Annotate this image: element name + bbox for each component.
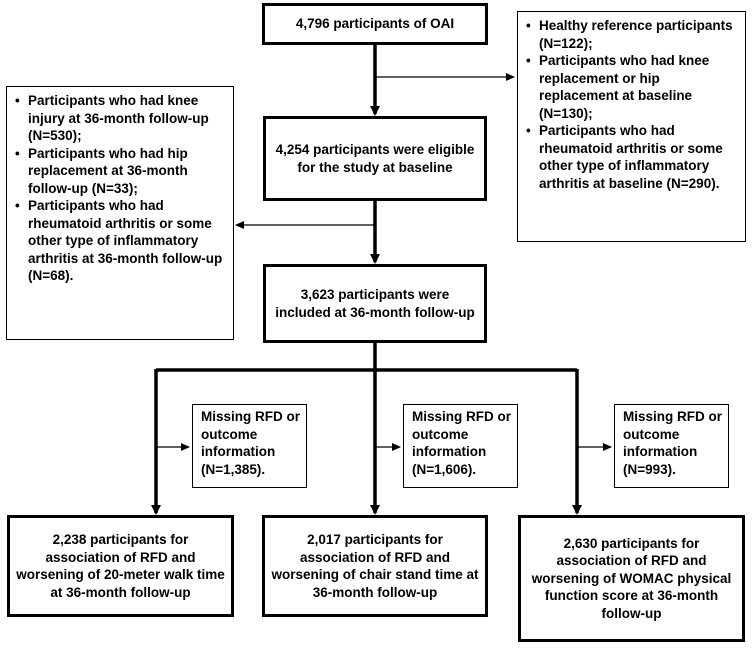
box-outcome-chair-stand: 2,017 participants for association of RF… <box>262 515 488 617</box>
box-followup-exclusions: Participants who had knee injury at 36-m… <box>6 86 234 340</box>
box-missing-womac: Missing RFD or outcome information (N=99… <box>614 404 729 488</box>
box-outcome-walk-time: 2,238 participants for association of RF… <box>7 515 234 617</box>
box-womac-text: 2,630 participants for association of RF… <box>531 535 732 621</box>
box-missing-walk: Missing RFD or outcome information (N=1,… <box>192 404 307 488</box>
missing-label: Missing RFD or outcome information <box>201 409 301 459</box>
missing-count: (N=1,385). <box>201 461 266 477</box>
box-oai-participants: 4,796 participants of OAI <box>262 3 488 45</box>
missing-count: (N=993). <box>623 461 676 477</box>
box-included-followup: 3,623 participants were included at 36-m… <box>263 264 487 343</box>
box-oai-text: 4,796 participants of OAI <box>295 16 455 32</box>
baseline-exclusion-item: Participants who had rheumatoid arthriti… <box>526 122 739 192</box>
followup-exclusion-item: Participants who had hip replacement at … <box>15 145 227 198</box>
box-missing-chair: Missing RFD or outcome information (N=1,… <box>403 404 518 488</box>
followup-exclusion-item: Participants who had knee injury at 36-m… <box>15 92 227 145</box>
box-outcome-womac: 2,630 participants for association of RF… <box>518 515 745 642</box>
baseline-exclusion-item: Participants who had knee replacement or… <box>526 52 739 122</box>
box-eligible-text: 4,254 participants were eligible for the… <box>275 142 475 175</box>
missing-count: (N=1,606). <box>412 461 477 477</box>
box-eligible-baseline: 4,254 participants were eligible for the… <box>263 116 487 201</box>
followup-exclusion-list: Participants who had knee injury at 36-m… <box>15 92 227 285</box>
missing-label: Missing RFD or outcome information <box>623 409 723 459</box>
box-included-text: 3,623 participants were included at 36-m… <box>275 287 475 320</box>
box-walk-text: 2,238 participants for association of RF… <box>16 532 225 600</box>
box-chair-text: 2,017 participants for association of RF… <box>271 532 479 600</box>
baseline-exclusion-item: Healthy reference participants (N=122); <box>526 17 739 52</box>
followup-exclusion-item: Participants who had rheumatoid arthriti… <box>15 197 227 285</box>
baseline-exclusion-list: Healthy reference participants (N=122); … <box>526 17 739 192</box>
missing-label: Missing RFD or outcome information <box>412 409 512 459</box>
box-baseline-exclusions: Healthy reference participants (N=122); … <box>517 11 746 242</box>
